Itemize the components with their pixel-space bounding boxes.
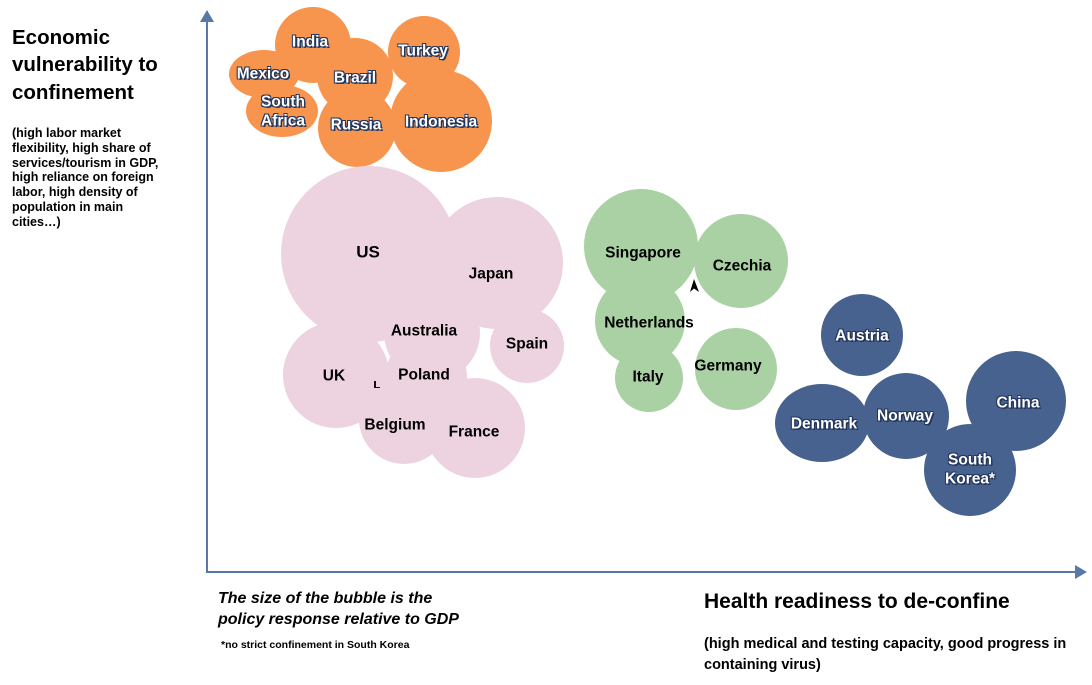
bubble-size-note: The size of the bubble is the policy res… (218, 590, 459, 628)
y-axis-title: Economic vulnerability to confinement (12, 26, 158, 104)
bubble-south-africa (246, 85, 318, 137)
south-korea-footnote: *no strict confinement in South Korea (221, 639, 410, 651)
y-axis-subtitle: (high labor market flexibility, high sha… (12, 126, 159, 229)
bubble-south-korea (924, 424, 1016, 516)
x-axis-title: Health readiness to de-confine (704, 590, 1010, 613)
bubble-austria (821, 294, 903, 376)
stray-mark (374, 381, 380, 388)
bubble-czechia (694, 214, 788, 308)
bubble-indonesia (390, 70, 492, 172)
y-axis-line (206, 20, 208, 573)
y-axis-arrow-icon (200, 10, 214, 22)
bubble-denmark (775, 384, 869, 462)
x-axis-arrow-icon (1075, 565, 1087, 579)
bubble-italy (615, 344, 683, 412)
x-axis-line (207, 571, 1077, 573)
bubble-germany (695, 328, 777, 410)
bubble-france (425, 378, 525, 478)
cursor-arrow-icon (690, 279, 699, 292)
bubble-spain (490, 309, 564, 383)
bubble-russia (318, 89, 396, 167)
x-axis-subtitle: (high medical and testing capacity, good… (704, 636, 1067, 674)
